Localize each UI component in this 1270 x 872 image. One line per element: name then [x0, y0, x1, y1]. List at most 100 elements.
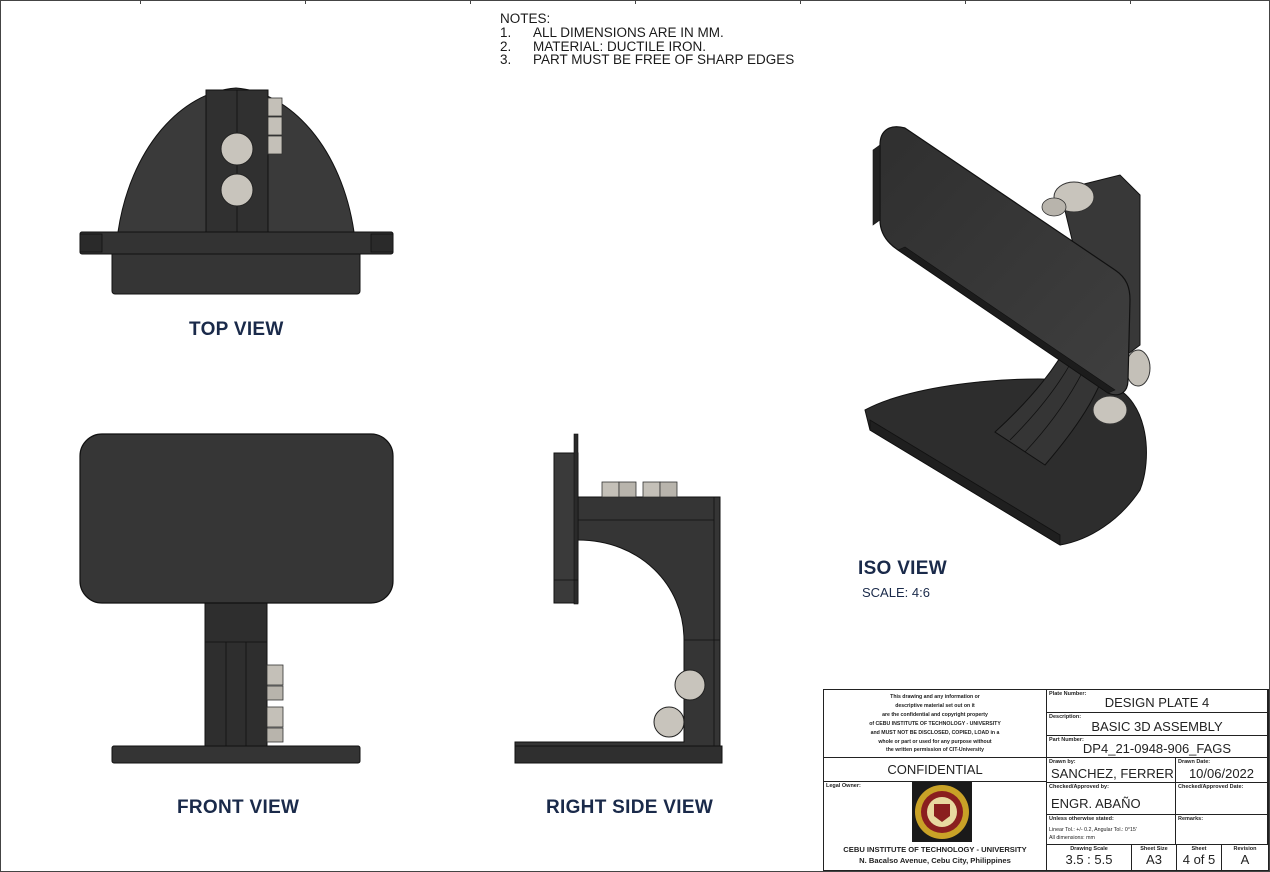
front-view-nut	[266, 706, 284, 728]
front-view-label: FRONT VIEW	[177, 797, 300, 818]
top-view-base	[111, 249, 361, 295]
top-view-bolt-head	[220, 132, 254, 166]
drawn-by-caption: Drawn by:	[1049, 759, 1076, 765]
note-text: MATERIAL: DUCTILE IRON.	[533, 38, 707, 54]
revision-caption: Revision	[1233, 846, 1257, 852]
title-block: This drawing and any information or desc…	[823, 689, 1269, 871]
zone-tick	[305, 0, 306, 4]
disclaimer-line: the written permission of CIT-University	[885, 747, 984, 754]
front-view-nut	[266, 727, 284, 743]
zone-tick	[1130, 0, 1131, 4]
tolerance-line: All dimensions: mm	[1049, 835, 1095, 841]
part-number-cell: Part Number: DP4_21-0948-906_FAGS	[1047, 736, 1268, 758]
zone-tick	[470, 0, 471, 4]
iso-view-scale: SCALE: 4:6	[862, 585, 930, 600]
top-view-flange	[79, 231, 394, 255]
zone-tick	[140, 0, 141, 4]
description-cell: Description: BASIC 3D ASSEMBLY	[1047, 713, 1268, 736]
iso-view-drawing	[864, 126, 1151, 546]
disclaimer-line: descriptive material set out on it	[895, 702, 975, 709]
disclaimer-line: are the confidential and copyright prope…	[882, 711, 988, 718]
iso-view-label: ISO VIEW	[858, 558, 947, 579]
description-value: BASIC 3D ASSEMBLY	[1091, 719, 1223, 734]
iso-view-bolt	[1041, 197, 1067, 217]
tolerance-caption: Unless otherwise stated:	[1049, 816, 1114, 822]
front-view-nut	[266, 685, 284, 701]
plate-number-cell: Plate Number: DESIGN PLATE 4	[1047, 690, 1268, 713]
top-view-nut	[267, 135, 283, 155]
right-side-view-drawing	[514, 433, 723, 764]
part-number-value: DP4_21-0948-906_FAGS	[1082, 741, 1232, 756]
tolerance-line: Linear Tol.: +/- 0.2, Angular Tol.: 0°15…	[1049, 827, 1137, 833]
front-view-column	[204, 597, 268, 749]
checked-date-cell: Checked/Approved Date:	[1176, 783, 1268, 815]
checked-by-caption: Checked/Approved by:	[1049, 784, 1109, 790]
zone-tick	[800, 0, 801, 4]
iso-view-plate-edge	[872, 144, 881, 226]
school-name: CEBU INSTITUTE OF TECHNOLOGY - UNIVERSIT…	[843, 845, 1027, 854]
note-item: 3. PART MUST BE FREE OF SHARP EDGES	[500, 53, 794, 67]
iso-view-plate	[879, 126, 1131, 396]
right-view-nut	[618, 481, 637, 498]
zone-tick	[635, 0, 636, 4]
note-number: 1.	[500, 24, 512, 40]
drawn-date-caption: Drawn Date:	[1178, 759, 1211, 765]
legal-owner-caption: Legal Owner:	[826, 783, 861, 789]
description-caption: Description:	[1049, 714, 1082, 720]
right-view-bolt-head	[674, 669, 706, 701]
disclaimer-line: of CEBU INSTITUTE OF TECHNOLOGY - UNIVER…	[869, 720, 1001, 727]
disclaimer-line: This drawing and any information or	[890, 694, 980, 700]
checked-by-value: ENGR. ABAÑO	[1051, 796, 1141, 811]
right-view-bracket	[514, 496, 721, 749]
plate-number-caption: Plate Number:	[1049, 691, 1087, 697]
drawn-by-cell: Drawn by: SANCHEZ, FERRER	[1047, 758, 1176, 783]
seal-shield	[934, 804, 950, 822]
top-view-flange-lug	[370, 233, 394, 253]
disclaimer-line: and MUST NOT BE DISCLOSED, COPIED, LOAD …	[870, 729, 1000, 736]
right-view-nut	[601, 481, 620, 498]
confidential-label: CONFIDENTIAL	[887, 762, 983, 777]
top-view-nut	[267, 97, 283, 117]
drawing-scale-caption: Drawing Scale	[1070, 846, 1108, 852]
sheet-size-cell: Sheet Size A3	[1132, 845, 1177, 870]
confidential-cell: CONFIDENTIAL	[824, 758, 1047, 782]
disclaimer-cell: This drawing and any information or desc…	[824, 690, 1047, 758]
zone-tick	[965, 0, 966, 4]
iso-view-bolt	[1125, 349, 1151, 387]
disclaimer-line: whole or part or used for any purpose wi…	[878, 738, 992, 745]
drawing-scale-cell: Drawing Scale 3.5 : 5.5	[1047, 845, 1132, 870]
note-text: PART MUST BE FREE OF SHARP EDGES	[533, 52, 795, 68]
revision-value: A	[1240, 852, 1250, 867]
front-view-drawing	[79, 433, 394, 764]
sheet-size-value: A3	[1146, 852, 1162, 867]
remarks-cell: Remarks:	[1176, 815, 1268, 845]
right-view-nut	[659, 481, 678, 498]
iso-view-bolt	[1092, 395, 1128, 425]
top-view-nut	[267, 116, 283, 136]
top-view-bolt-head	[220, 173, 254, 207]
disclaimer-text: This drawing and any information or desc…	[824, 690, 1046, 755]
plate-number-value: DESIGN PLATE 4	[1104, 695, 1210, 710]
right-view-base	[514, 745, 723, 764]
iso-view-plate-edge	[897, 246, 1116, 394]
top-view-flange-lug	[79, 233, 103, 253]
right-view-nut	[642, 481, 661, 498]
notes-heading: NOTES:	[500, 11, 551, 26]
right-view-bolt-head	[653, 706, 685, 738]
legal-owner-cell: Legal Owner: CEBU INSTITUTE OF TECHNOLOG…	[824, 782, 1047, 870]
note-number: 2.	[500, 38, 512, 54]
iso-view-base-edge	[869, 419, 1061, 546]
note-item: 2. MATERIAL: DUCTILE IRON.	[500, 38, 794, 54]
drawn-by-value: SANCHEZ, FERRER	[1051, 766, 1174, 781]
drawing-scale-value: 3.5 : 5.5	[1065, 852, 1113, 867]
school-seal-logo	[912, 782, 972, 842]
drawn-date-value: 10/06/2022	[1188, 766, 1255, 781]
note-number: 3.	[500, 52, 512, 68]
tolerance-cell: Unless otherwise stated: Linear Tol.: +/…	[1047, 815, 1176, 845]
top-view-label: TOP VIEW	[189, 319, 284, 340]
top-view-drawing	[79, 87, 394, 295]
remarks-caption: Remarks:	[1178, 816, 1204, 822]
drawn-date-cell: Drawn Date: 10/06/2022	[1176, 758, 1268, 783]
sheet-caption: Sheet	[1191, 846, 1207, 852]
